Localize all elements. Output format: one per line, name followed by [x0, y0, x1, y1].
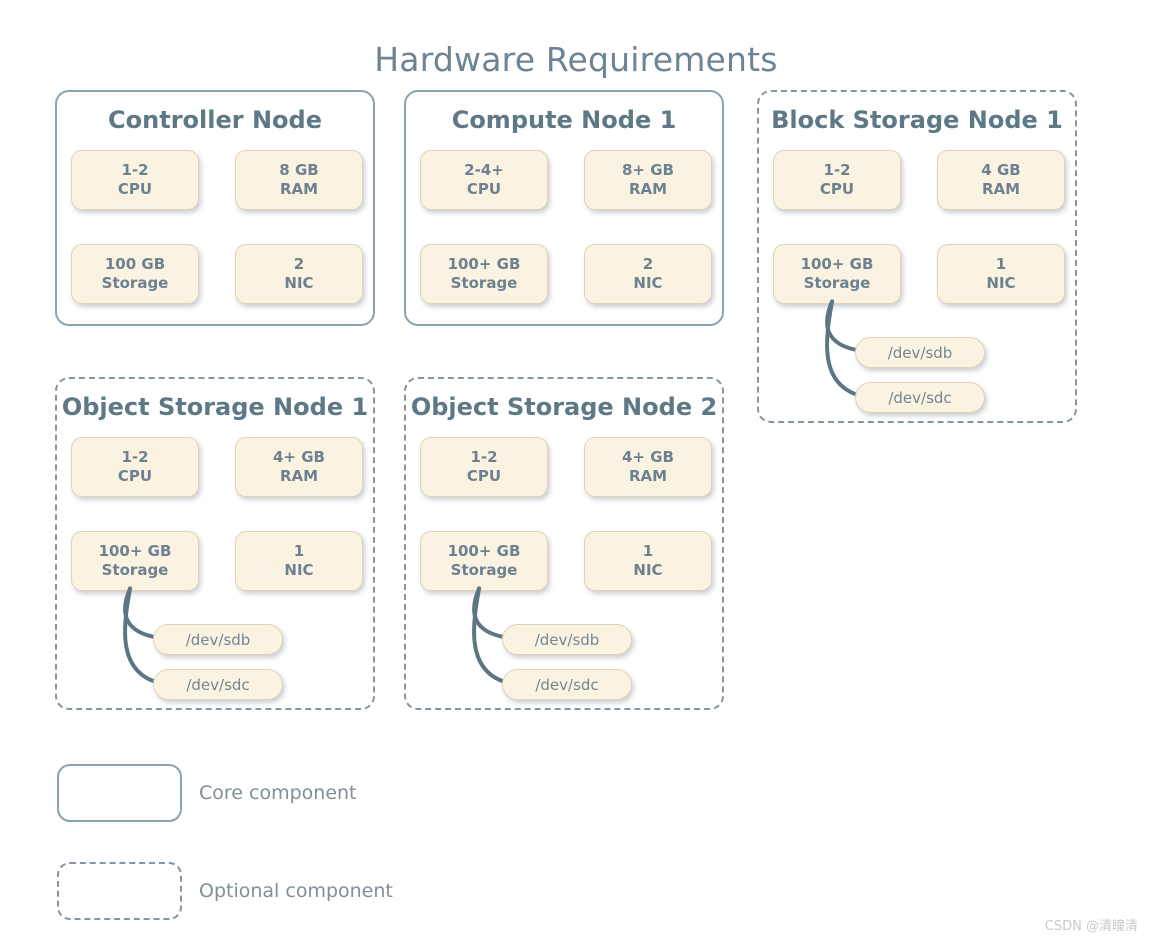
device-pill: /dev/sdc — [502, 669, 632, 700]
spec-unit: CPU — [466, 180, 502, 198]
watermark: CSDN @清瞳清 — [1044, 919, 1138, 934]
spec-unit: NIC — [284, 561, 314, 579]
spec-unit: CPU — [117, 180, 153, 198]
node-title: Compute Node 1 — [451, 106, 677, 134]
device-pill: /dev/sdb — [855, 337, 985, 368]
spec-value: 100 GB — [104, 255, 166, 274]
spec-unit: CPU — [466, 467, 502, 485]
spec-unit: RAM — [981, 180, 1021, 198]
spec-unit: Storage — [101, 274, 169, 292]
spec-unit: NIC — [633, 274, 663, 292]
spec-box: 2-4+CPU — [420, 150, 548, 210]
spec-value: 1 — [293, 542, 305, 561]
spec-value: 100+ GB — [447, 255, 521, 274]
spec-value: 1 — [642, 542, 654, 561]
spec-unit: CPU — [819, 180, 855, 198]
spec-unit: Storage — [101, 561, 169, 579]
legend-core-swatch — [57, 764, 182, 822]
spec-unit: NIC — [633, 561, 663, 579]
spec-value: 100+ GB — [800, 255, 874, 274]
spec-unit: NIC — [986, 274, 1016, 292]
spec-value: 1-2 — [121, 161, 149, 180]
legend-optional-label: Optional component — [199, 880, 393, 902]
spec-unit: RAM — [628, 467, 668, 485]
spec-value: 1 — [995, 255, 1007, 274]
spec-unit: RAM — [279, 180, 319, 198]
spec-unit: Storage — [450, 561, 518, 579]
spec-unit: Storage — [450, 274, 518, 292]
spec-value: 2 — [293, 255, 305, 274]
spec-value: 2-4+ — [464, 161, 504, 180]
spec-value: 4+ GB — [273, 448, 325, 467]
device-pill: /dev/sdc — [153, 669, 283, 700]
spec-value: 1-2 — [121, 448, 149, 467]
spec-unit: Storage — [803, 274, 871, 292]
spec-value: 2 — [642, 255, 654, 274]
spec-value: 8 GB — [279, 161, 319, 180]
spec-unit: RAM — [628, 180, 668, 198]
spec-value: 100+ GB — [447, 542, 521, 561]
node-title: Object Storage Node 2 — [410, 393, 718, 421]
page-title: Hardware Requirements — [374, 40, 778, 79]
legend-optional-swatch — [57, 862, 182, 920]
node-title: Controller Node — [108, 106, 322, 134]
spec-unit: RAM — [279, 467, 319, 485]
spec-value: 4+ GB — [622, 448, 674, 467]
device-pill: /dev/sdc — [855, 382, 985, 413]
spec-value: 8+ GB — [622, 161, 674, 180]
node-title: Object Storage Node 1 — [61, 393, 369, 421]
spec-unit: CPU — [117, 467, 153, 485]
device-pill: /dev/sdb — [502, 624, 632, 655]
node-title: Block Storage Node 1 — [771, 106, 1063, 134]
device-pill: /dev/sdb — [153, 624, 283, 655]
spec-value: 1-2 — [470, 448, 498, 467]
spec-unit: NIC — [284, 274, 314, 292]
spec-value: 4 GB — [981, 161, 1021, 180]
legend-core-label: Core component — [199, 782, 357, 804]
spec-value: 1-2 — [823, 161, 851, 180]
spec-value: 100+ GB — [98, 542, 172, 561]
